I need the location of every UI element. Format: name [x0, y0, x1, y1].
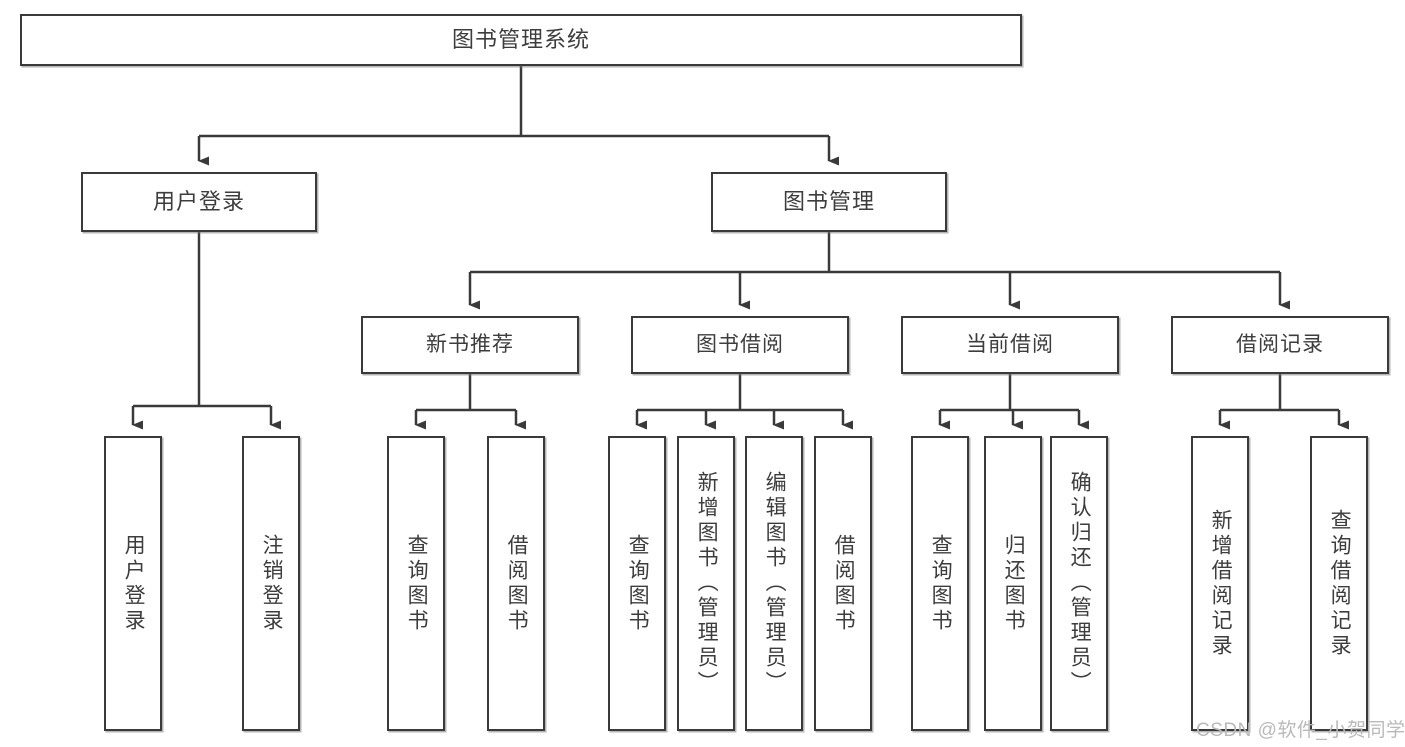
node-label: 查询借阅记录: [1328, 508, 1352, 659]
node-leaf-user-logout: 注销登录: [242, 436, 300, 731]
node-leaf-cu-query: 查询图书: [911, 436, 969, 731]
node-label: 注销登录: [260, 533, 284, 634]
node-leaf-user-login: 用户登录: [104, 436, 162, 731]
node-label: 用户登录: [152, 189, 245, 215]
node-leaf-re-add: 新增借阅记录: [1191, 436, 1249, 731]
node-leaf-re-query: 查询借阅记录: [1310, 436, 1368, 731]
node-leaf-bo-query: 查询图书: [608, 436, 666, 731]
node-label: 图书管理系统: [451, 27, 590, 53]
node-root: 图书管理系统: [20, 14, 1022, 66]
node-leaf-cu-return: 归还图书: [984, 436, 1042, 731]
node-label: 查询图书: [626, 533, 650, 634]
node-leaf-cu-confirm: 确认归还（管理员）: [1050, 436, 1108, 731]
node-label: 图书借阅: [696, 332, 784, 356]
node-leaf-nb-query: 查询图书: [387, 436, 445, 731]
node-leaf-nb-borrow: 借阅图书: [487, 436, 545, 731]
node-label: 借阅图书: [505, 533, 529, 634]
node-label: 借阅图书: [832, 533, 856, 634]
node-label: 新书推荐: [426, 332, 514, 356]
node-label: 当前借阅: [966, 332, 1054, 356]
node-login: 用户登录: [81, 172, 317, 232]
node-label: 查询图书: [929, 533, 953, 634]
node-label: 归还图书: [1002, 533, 1026, 634]
node-borrow: 图书借阅: [631, 316, 849, 374]
node-leaf-bo-edit: 编辑图书（管理员）: [745, 436, 803, 731]
node-current: 当前借阅: [901, 316, 1119, 374]
node-label: 查询图书: [405, 533, 429, 634]
node-label: 图书管理: [782, 189, 875, 215]
node-label: 确认归还（管理员）: [1068, 471, 1092, 696]
node-label: 编辑图书（管理员）: [763, 471, 787, 696]
node-label: 新增图书（管理员）: [695, 471, 719, 696]
node-label: 新增借阅记录: [1209, 508, 1233, 659]
node-bookmgr: 图书管理: [711, 172, 947, 232]
node-label: 借阅记录: [1236, 332, 1324, 356]
node-newbook: 新书推荐: [361, 316, 579, 374]
node-label: 用户登录: [122, 533, 146, 634]
node-leaf-bo-add: 新增图书（管理员）: [677, 436, 735, 731]
node-records: 借阅记录: [1171, 316, 1389, 374]
node-leaf-bo-borrow: 借阅图书: [814, 436, 872, 731]
watermark-text: CSDN @软件_小贺同学: [1196, 720, 1405, 741]
